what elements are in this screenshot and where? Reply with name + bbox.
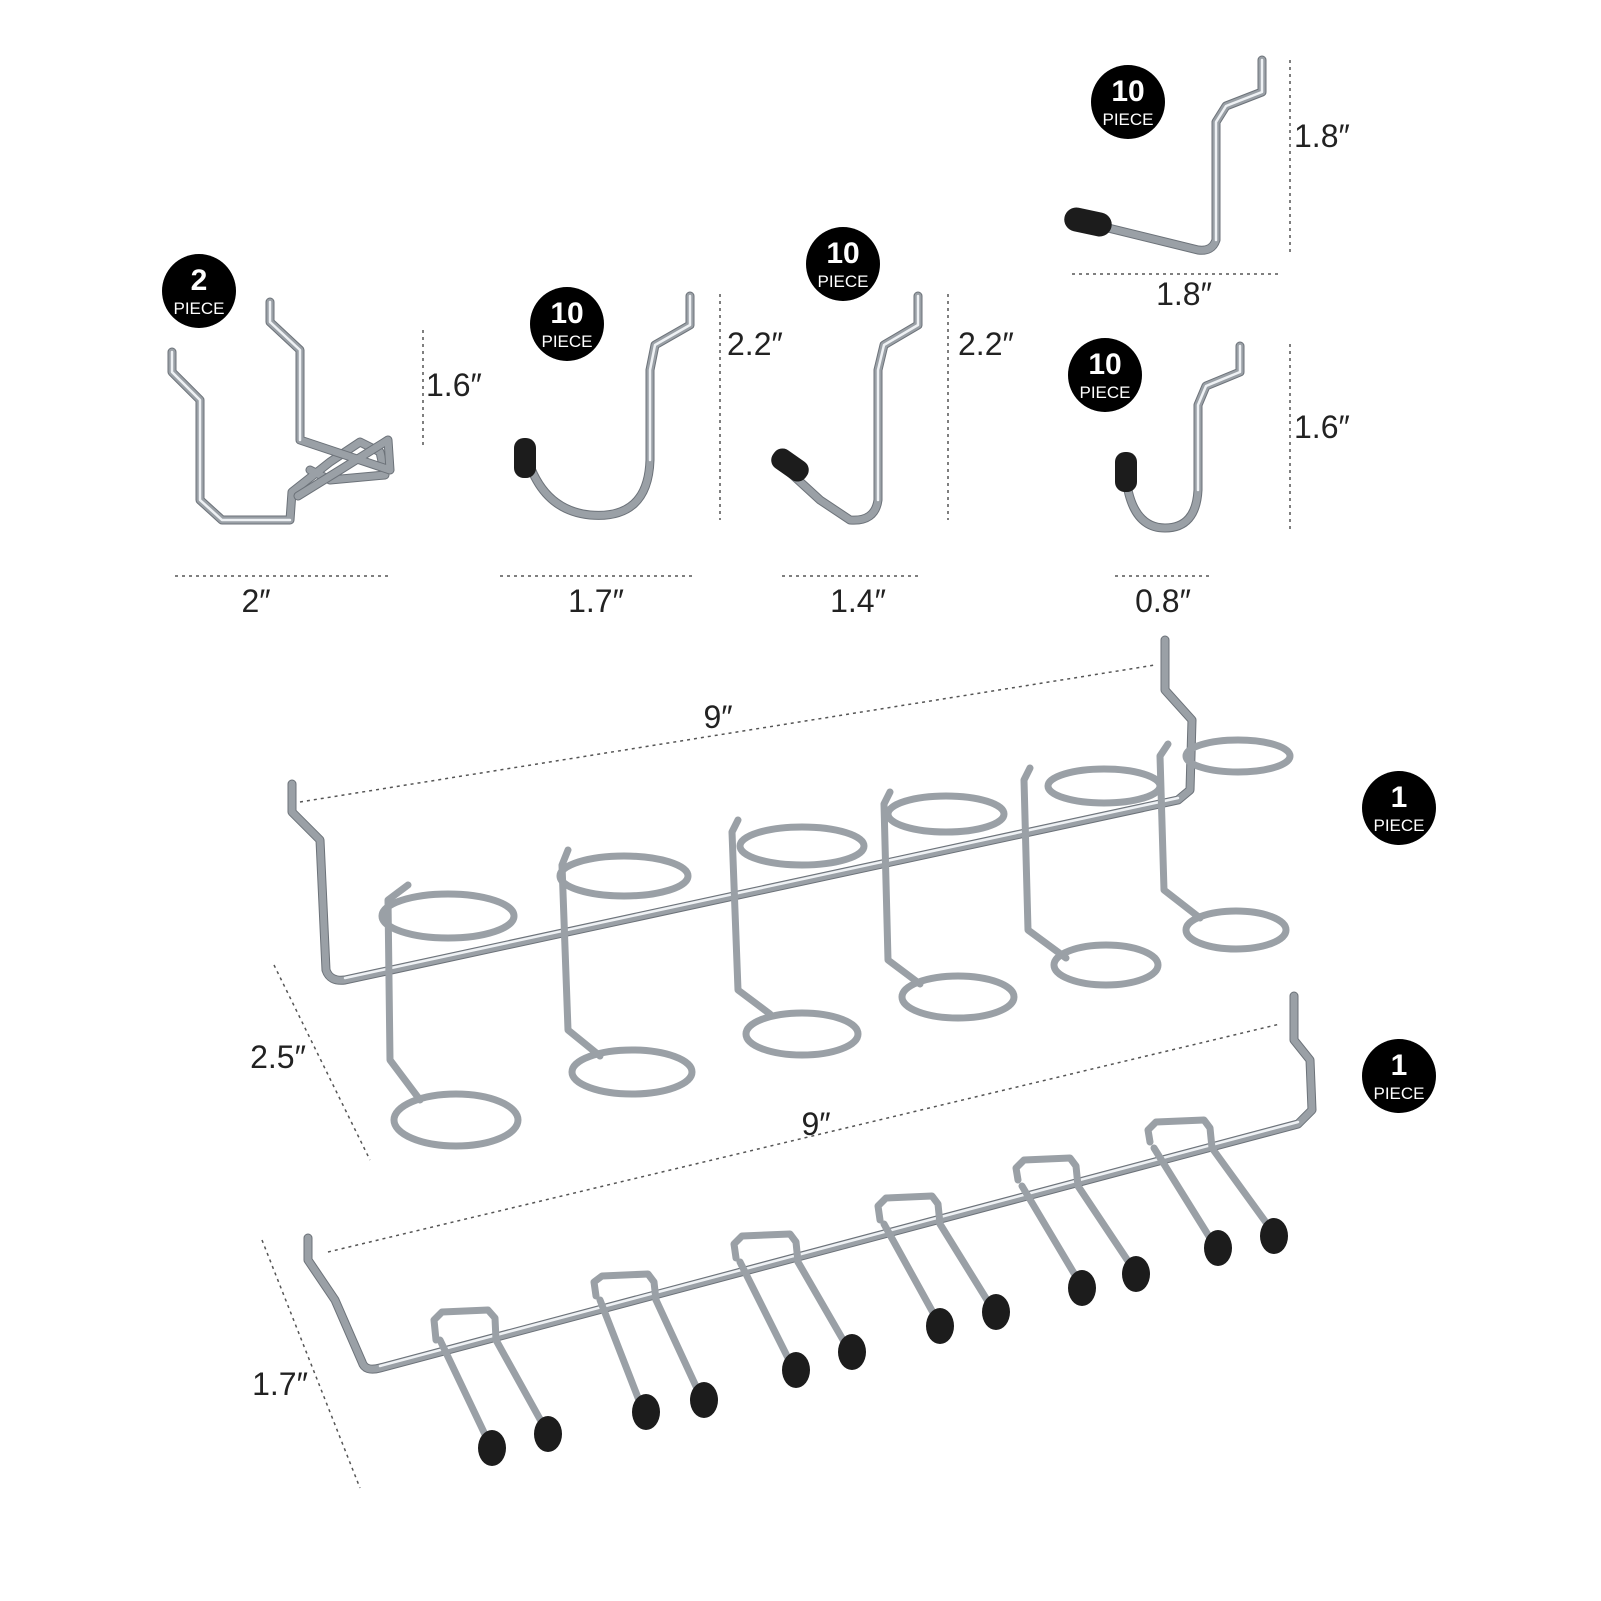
ring-unit — [728, 816, 868, 1059]
count-badge — [1362, 1039, 1436, 1113]
rubber-tip — [1064, 207, 1112, 237]
count-badge-number: 10 — [1111, 75, 1144, 108]
double-hook: 2 PIECE 1.6″ 2″ — [162, 254, 482, 619]
count-badge — [1068, 338, 1142, 412]
rubber-tip — [771, 448, 809, 482]
width-label: 1.4″ — [830, 583, 886, 619]
rubber-tip — [534, 1416, 562, 1452]
count-badge — [530, 287, 604, 361]
count-badge — [1091, 65, 1165, 139]
count-badge-unit: PIECE — [1373, 1084, 1424, 1103]
count-badge-unit: PIECE — [1102, 110, 1153, 129]
count-badge-unit: PIECE — [173, 299, 224, 318]
ring-holder-rack: 1 PIECE 9″ 2.5″ — [250, 635, 1436, 1161]
rubber-tip — [478, 1430, 506, 1466]
hook-pair — [1144, 1116, 1288, 1266]
rubber-tip — [1204, 1230, 1232, 1266]
depth-label: 2.5″ — [250, 1039, 306, 1075]
screwdriver-rack: 1 PIECE 9″ 1.7″ — [252, 991, 1436, 1489]
depth-dimension-line — [273, 964, 371, 1161]
count-badge — [1362, 771, 1436, 845]
rubber-tip — [982, 1294, 1010, 1330]
ring-unit — [1156, 736, 1294, 953]
height-label: 1.6″ — [426, 367, 482, 403]
count-badge-number: 1 — [1391, 781, 1408, 814]
count-badge-number: 10 — [1088, 348, 1121, 381]
ring-unit — [880, 788, 1018, 1022]
j-hook-medium: 10 PIECE 2.2″ 1.4″ — [771, 227, 1014, 619]
height-label: 1.6″ — [1294, 409, 1350, 445]
rubber-tip — [1115, 452, 1137, 492]
depth-dimension-line — [261, 1239, 361, 1489]
rubber-tip — [1068, 1270, 1096, 1306]
hook-pair — [1012, 1154, 1150, 1306]
ring-unit — [1020, 764, 1164, 989]
hook-pair — [730, 1230, 866, 1388]
height-label: 2.2″ — [958, 326, 1014, 362]
width-label: 1.7″ — [568, 583, 624, 619]
count-badge-unit: PIECE — [1373, 816, 1424, 835]
width-label: 1.8″ — [1156, 276, 1212, 312]
length-label: 9″ — [703, 699, 732, 735]
rubber-tip — [1122, 1256, 1150, 1292]
hook-pair — [874, 1192, 1010, 1344]
height-label: 2.2″ — [727, 326, 783, 362]
length-label: 9″ — [801, 1106, 830, 1142]
width-label: 0.8″ — [1135, 583, 1191, 619]
depth-label: 1.7″ — [252, 1366, 308, 1402]
j-hook-small: 10 PIECE 1.6″ 0.8″ — [1068, 338, 1350, 619]
rubber-tip — [632, 1394, 660, 1430]
count-badge-unit: PIECE — [541, 332, 592, 351]
hook-pair — [590, 1270, 718, 1430]
count-badge-number: 1 — [1391, 1049, 1408, 1082]
rubber-tip — [838, 1334, 866, 1370]
ring-unit — [556, 846, 696, 1098]
l-hook: 10 PIECE 1.8″ 1.8″ — [1064, 55, 1350, 312]
width-label: 2″ — [241, 583, 270, 619]
count-badge-number: 10 — [826, 237, 859, 270]
count-badge-number: 2 — [191, 264, 208, 297]
length-dimension-line — [327, 1023, 1281, 1253]
length-dimension-line — [299, 664, 1156, 803]
rubber-tip — [514, 438, 536, 478]
rubber-tip — [690, 1382, 718, 1418]
ring-unit — [378, 881, 522, 1150]
count-badge — [806, 227, 880, 301]
height-label: 1.8″ — [1294, 118, 1350, 154]
count-badge — [162, 254, 236, 328]
rubber-tip — [926, 1308, 954, 1344]
hook-pair — [430, 1306, 562, 1466]
rubber-tip — [782, 1352, 810, 1388]
j-hook-large: 10 PIECE 2.2″ 1.7″ — [500, 287, 783, 619]
rubber-tip — [1260, 1218, 1288, 1254]
count-badge-unit: PIECE — [1079, 383, 1130, 402]
count-badge-unit: PIECE — [817, 272, 868, 291]
count-badge-number: 10 — [550, 297, 583, 330]
